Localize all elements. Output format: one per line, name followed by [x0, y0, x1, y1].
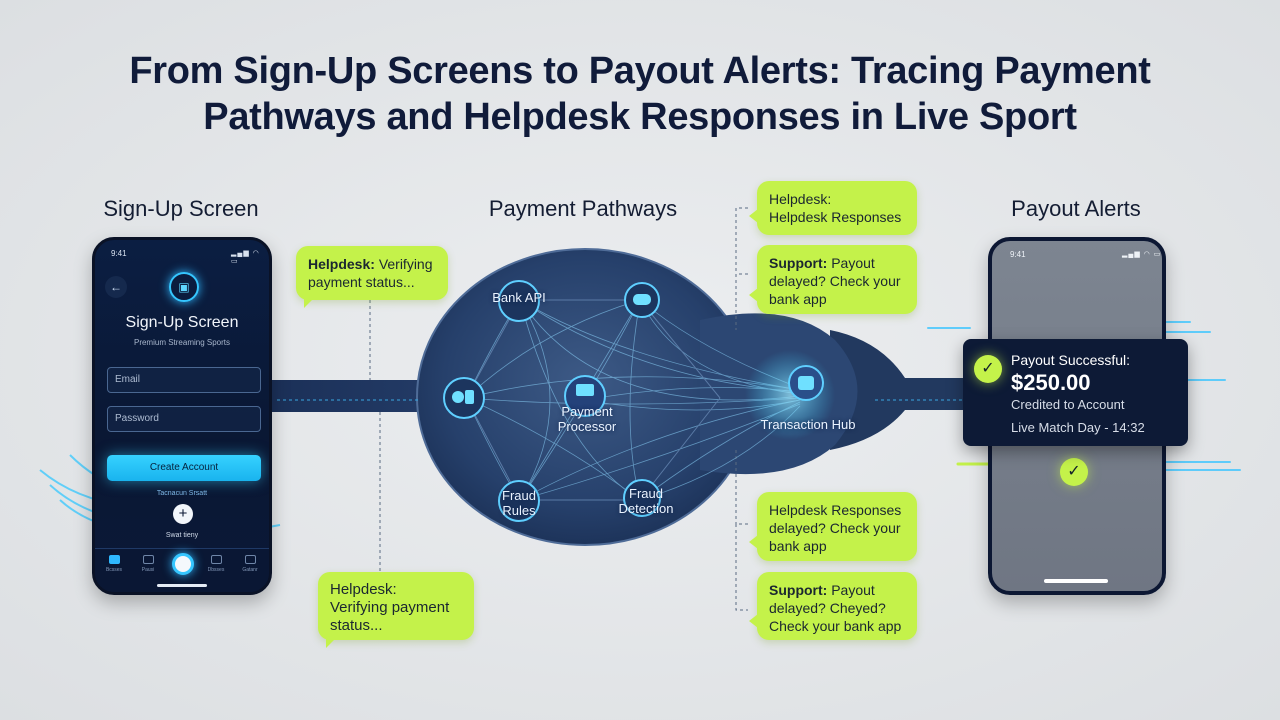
wallet-node	[443, 377, 485, 419]
fraud-detection-node	[623, 479, 661, 517]
bubble-text: Payout delayed? Cheyed? Check your bank …	[769, 582, 902, 634]
plus-icon[interactable]: +	[173, 504, 193, 524]
status-time: 9:41	[1010, 250, 1026, 259]
check-icon: ✓	[1060, 458, 1088, 486]
bubble-label: Helpdesk:	[308, 256, 375, 272]
section-label-signup: Sign-Up Screen	[103, 196, 259, 221]
headset-icon	[633, 294, 651, 305]
home-indicator	[157, 584, 207, 587]
status-signal-icon: ▂▄▆ ◠ ▭	[1122, 251, 1162, 258]
support-bubble-right-4: Support: Payout delayed? Cheyed? Check y…	[749, 572, 917, 640]
nav-center-button[interactable]	[172, 553, 194, 575]
nav-label: Bcsses	[105, 567, 123, 573]
home-icon	[108, 555, 120, 564]
check-icon: ✓	[974, 355, 1002, 383]
signup-phone: 9:41 ▂▄▆ ◠ ▭ ← ▣ Sign-Up Screen Premium …	[92, 237, 272, 595]
bubble-text: delayed? Check your bank app	[769, 520, 901, 554]
section-label-payment: Payment Pathways	[488, 196, 678, 221]
transaction-hub-label: Transaction Hub	[760, 417, 856, 432]
back-arrow-icon[interactable]: ←	[105, 276, 127, 298]
nav-item-home[interactable]: Bcsses	[99, 555, 129, 573]
signup-caption-2: Swat tieny	[165, 532, 199, 539]
signup-screen-title: Sign-Up Screen	[125, 314, 239, 331]
nav-label: Gatanr	[242, 567, 258, 573]
payout-match-time: Live Match Day - 14:32	[1011, 420, 1145, 435]
bubble-text: Helpdesk Responses	[769, 209, 902, 225]
bubble-text: Payout delayed? Check your bank app	[769, 255, 901, 307]
processor-label: Payment Processor	[557, 404, 617, 434]
create-account-button[interactable]: Create Account	[107, 455, 261, 481]
bank-api-node	[498, 280, 540, 322]
tv-icon	[142, 555, 154, 564]
helpdesk-bubble-left-bottom: Helpdesk: Verifying payment status...	[318, 572, 474, 648]
wallet-icon	[452, 391, 464, 403]
bubble-label: Helpdesk Responses	[769, 502, 902, 518]
helpdesk-bubble-right-1: Helpdesk: Helpdesk Responses	[749, 181, 917, 235]
payout-title: Payout Successful:	[1011, 352, 1131, 368]
fraud-rules-node	[498, 480, 540, 522]
left-connector-band	[270, 380, 440, 412]
section-label-payout: Payout Alerts	[1011, 196, 1141, 221]
support-bubble-right-2: Support: Payout delayed? Check your bank…	[749, 245, 917, 314]
password-field[interactable]: Password	[107, 406, 261, 432]
payout-success-card: ✓ Payout Successful: $250.00 Credited to…	[963, 339, 1188, 446]
signup-caption: Tacnacun Srsatt	[156, 490, 208, 497]
hub-icon	[798, 376, 814, 390]
bank-api-label: Bank API	[492, 290, 546, 305]
bottom-nav: Bcsses Pausi Dbsses Gatanr	[95, 548, 269, 592]
nav-label: Pausi	[141, 567, 155, 573]
helpdesk-bubble-right-3: Helpdesk Responses delayed? Check your b…	[749, 492, 917, 561]
payout-amount: $250.00	[1011, 370, 1091, 395]
fraud-rules-label: Fraud Rules	[502, 488, 536, 518]
bubble-label: Helpdesk:	[769, 191, 832, 207]
email-field[interactable]: Email	[107, 367, 261, 393]
bubble-label: Helpdesk:	[330, 581, 397, 598]
bubble-label: Support:	[769, 582, 828, 598]
home-indicator	[1044, 579, 1108, 583]
fraud-detection-label: Fraud Detection	[618, 486, 674, 516]
processor-icon	[576, 384, 594, 396]
right-connector-band	[830, 330, 990, 450]
status-time: 9:41	[111, 249, 127, 258]
profile-icon	[244, 555, 256, 564]
title-line-2: Pathways and Helpdesk Responses in Live …	[203, 96, 1077, 138]
bubble-text: Verifying payment status...	[330, 599, 450, 634]
status-signal-icon: ▂▄▆ ◠ ▭	[231, 250, 260, 265]
bubble-text: Verifying payment status...	[308, 256, 433, 290]
list-icon	[210, 555, 222, 564]
bubble-label: Support:	[769, 255, 828, 271]
page-title: From Sign-Up Screens to Payout Alerts: T…	[0, 48, 1280, 140]
signup-subtitle: Premium Streaming Sports	[133, 338, 231, 347]
nav-item-third[interactable]: Dbsses	[201, 555, 231, 573]
shield-logo-icon: ▣	[169, 272, 199, 302]
nav-item-second[interactable]: Pausi	[133, 555, 163, 573]
nav-label: Dbsses	[207, 567, 225, 573]
title-line-1: From Sign-Up Screens to Payout Alerts: T…	[129, 50, 1151, 92]
payout-credited: Credited to Account	[1011, 397, 1125, 412]
helpdesk-bubble-left-top: Helpdesk: Verifying payment status...	[296, 246, 448, 308]
nav-item-fourth[interactable]: Gatanr	[235, 555, 265, 573]
